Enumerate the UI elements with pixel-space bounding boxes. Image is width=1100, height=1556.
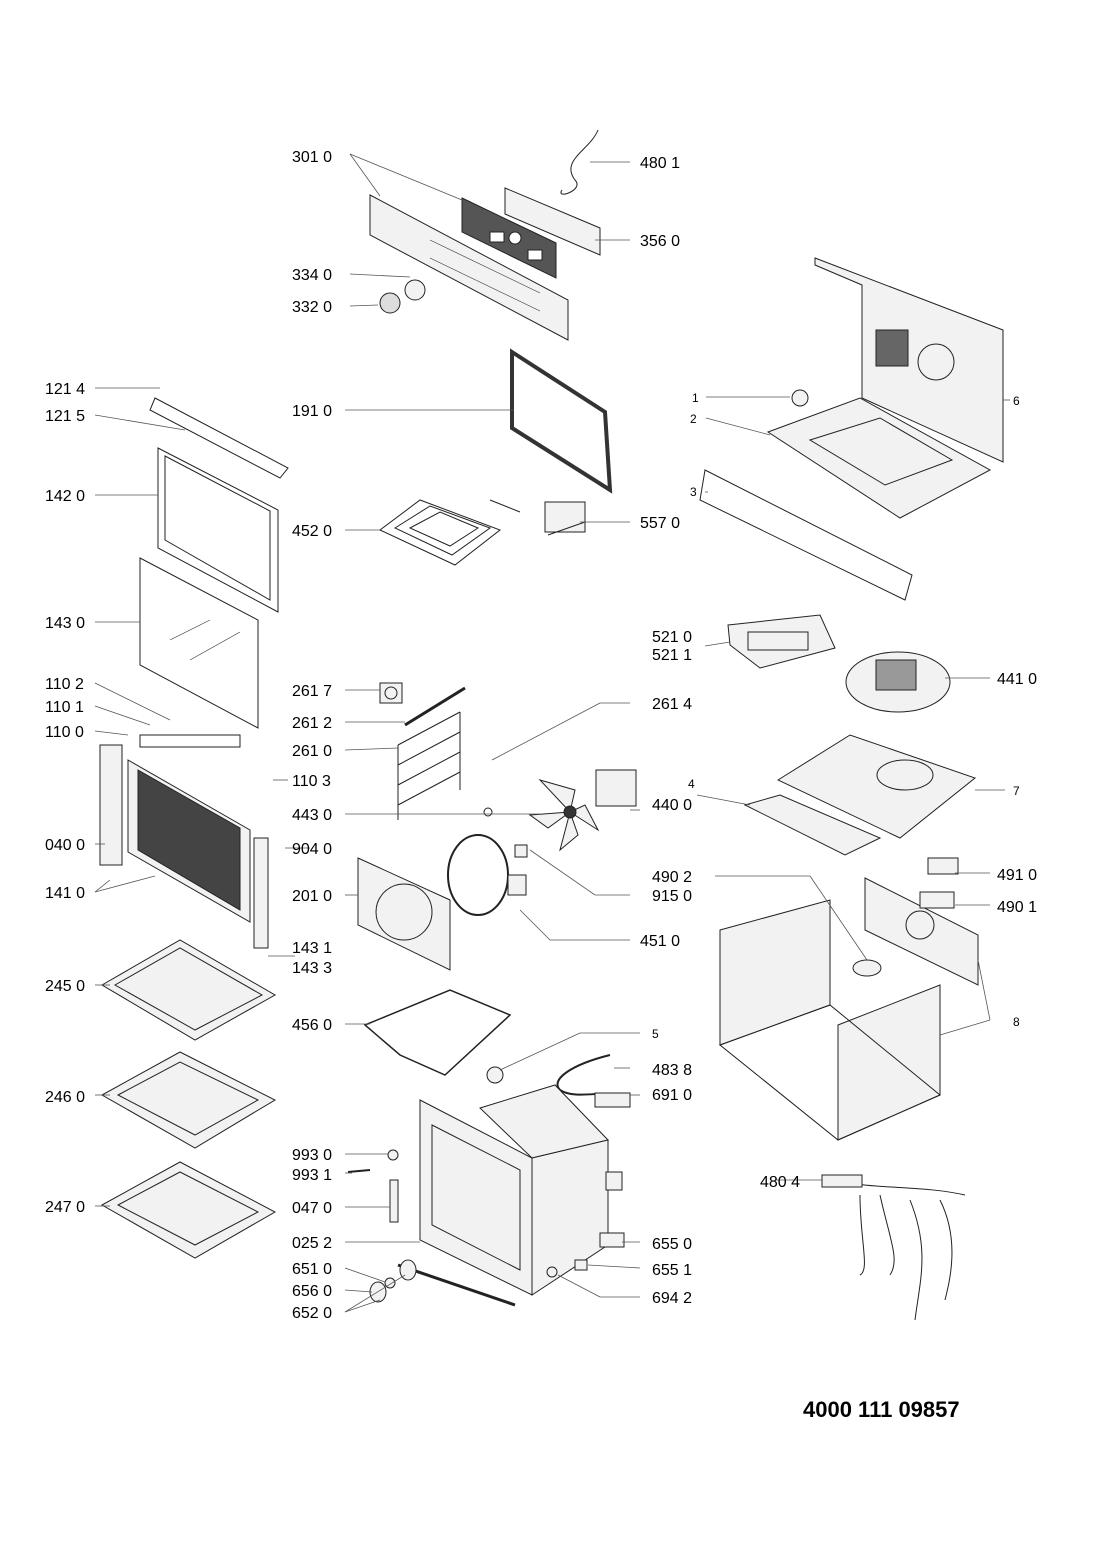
label-356-0: 356 0 (640, 233, 680, 250)
label-assembly-1: 1 (692, 391, 699, 405)
label-915-0: 915 0 (652, 888, 692, 905)
fan-cover-part (357, 857, 451, 971)
label-245-0: 245 0 (45, 978, 85, 995)
wiring-harness-part (821, 1174, 966, 1321)
label-694-2: 694 2 (652, 1290, 692, 1307)
label-456-0: 456 0 (292, 1017, 332, 1034)
control-module-part (727, 614, 836, 669)
label-480-4: 480 4 (760, 1174, 800, 1191)
label-521-1: 521 1 (652, 647, 692, 664)
lower-element-part (363, 989, 512, 1076)
leader-lines (94, 153, 1010, 1313)
label-490-2: 490 2 (652, 869, 692, 886)
label-652-0: 652 0 (292, 1305, 332, 1322)
bracket-part (699, 469, 913, 601)
side-panels-part (718, 899, 941, 1141)
label-025-2: 025 2 (292, 1235, 332, 1252)
label-040-0: 040 0 (45, 837, 85, 854)
electrical-panel-part (864, 857, 979, 986)
label-assembly-7: 7 (1013, 784, 1020, 798)
label-301-0: 301 0 (292, 149, 332, 166)
label-261-2: 261 2 (292, 715, 332, 732)
label-110-2: 110 2 (45, 676, 84, 693)
label-assembly-3: 3 (690, 485, 697, 499)
label-655-0: 655 0 (652, 1236, 692, 1253)
label-557-0: 557 0 (640, 515, 680, 532)
label-651-0: 651 0 (292, 1261, 332, 1278)
air-deflector-part (743, 794, 882, 856)
label-assembly-2: 2 (690, 412, 697, 426)
label-521-0: 521 0 (652, 629, 692, 646)
label-assembly-8: 8 (1013, 1015, 1020, 1029)
oven-rack-part (101, 939, 277, 1041)
label-332-0: 332 0 (292, 299, 332, 316)
label-480-1: 480 1 (640, 155, 680, 172)
part-number-labels: 301 0 480 1 356 0 334 0 332 0 121 4 121 … (45, 149, 1037, 1322)
label-261-0: 261 0 (292, 743, 332, 760)
oven-cavity-part (347, 1084, 623, 1307)
label-490-1: 490 1 (997, 899, 1037, 916)
label-047-0: 047 0 (292, 1200, 332, 1217)
label-191-0: 191 0 (292, 403, 332, 420)
label-246-0: 246 0 (45, 1089, 85, 1106)
top-plate-part (766, 389, 992, 519)
label-143-0: 143 0 (45, 615, 85, 632)
top-cover-part (776, 734, 977, 839)
label-904-0: 904 0 (292, 841, 332, 858)
label-655-1: 655 1 (652, 1262, 692, 1279)
label-993-1: 993 1 (292, 1167, 332, 1184)
label-261-7: 261 7 (292, 683, 332, 700)
door-gasket-part (510, 348, 613, 494)
grill-element-part (379, 499, 521, 566)
assembly-number-labels: 1 2 3 4 5 6 7 8 (652, 391, 1020, 1041)
label-110-3: 110 3 (292, 773, 331, 790)
deep-tray-part (100, 1161, 277, 1259)
convection-fan-part (483, 769, 637, 852)
label-656-0: 656 0 (292, 1283, 332, 1300)
rear-panel-part (814, 257, 1004, 463)
door-glass-part (139, 397, 289, 729)
label-691-0: 691 0 (652, 1087, 692, 1104)
label-110-1: 110 1 (45, 699, 84, 716)
label-441-0: 441 0 (997, 671, 1037, 688)
label-assembly-6: 6 (1013, 394, 1020, 408)
document-number: 4000 111 09857 (803, 1397, 960, 1422)
label-121-4: 121 4 (45, 381, 85, 398)
shelf-support-part (379, 682, 466, 820)
label-491-0: 491 0 (997, 867, 1037, 884)
thermostat-part (544, 501, 586, 536)
label-143-3: 143 3 (292, 960, 332, 977)
label-993-0: 993 0 (292, 1147, 332, 1164)
circular-element-part (447, 834, 528, 916)
label-110-0: 110 0 (45, 724, 84, 741)
label-247-0: 247 0 (45, 1199, 85, 1216)
label-483-8: 483 8 (652, 1062, 692, 1079)
inner-door-part (99, 734, 269, 949)
label-334-0: 334 0 (292, 267, 332, 284)
label-201-0: 201 0 (292, 888, 332, 905)
label-143-1: 143 1 (292, 940, 332, 957)
label-452-0: 452 0 (292, 523, 332, 540)
label-261-4: 261 4 (652, 696, 692, 713)
label-141-0: 141 0 (45, 885, 85, 902)
cooling-fan-part (845, 651, 951, 713)
label-142-0: 142 0 (45, 488, 85, 505)
label-440-0: 440 0 (652, 797, 692, 814)
label-443-0: 443 0 (292, 807, 332, 824)
control-panel-part (369, 129, 601, 341)
label-assembly-5: 5 (652, 1027, 659, 1041)
label-451-0: 451 0 (640, 933, 680, 950)
lamp-assembly-part (369, 1232, 625, 1303)
label-121-5: 121 5 (45, 408, 85, 425)
baking-tray-part (100, 1051, 277, 1149)
label-assembly-4: 4 (688, 777, 695, 791)
